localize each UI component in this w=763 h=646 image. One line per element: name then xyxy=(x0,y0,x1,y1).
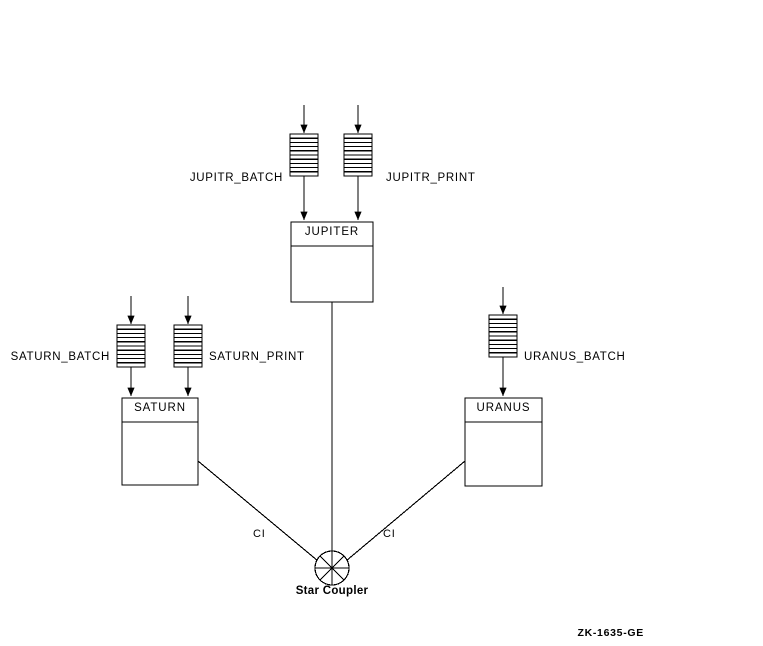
star-coupler-label: Star Coupler xyxy=(295,585,369,597)
node-label-jupiter: JUPITER xyxy=(304,226,360,238)
ci-link-saturn xyxy=(197,460,319,562)
queue-label-saturn-print: SATURN_PRINT xyxy=(209,351,305,363)
node-box-jupiter xyxy=(290,221,374,303)
queue-stack-uranus-batch xyxy=(488,314,518,358)
star-coupler-symbol xyxy=(314,550,350,586)
node-box-uranus xyxy=(464,397,543,487)
ci-label-saturn: CI xyxy=(253,528,266,540)
node-box-saturn xyxy=(121,397,199,486)
queue-label-saturn-batch: SATURN_BATCH xyxy=(10,351,110,363)
queue-stack-jupitr-print xyxy=(343,133,373,177)
figure-code: ZK-1635-GE xyxy=(577,627,644,639)
queue-stack-saturn-print xyxy=(173,324,203,368)
queue-stack-jupitr-batch xyxy=(289,133,319,177)
ci-link-uranus xyxy=(345,460,466,562)
node-label-uranus: URANUS xyxy=(476,402,531,414)
ci-label-uranus: CI xyxy=(383,528,396,540)
queue-stack-saturn-batch xyxy=(116,324,146,368)
queue-label-jupitr-print: JUPITR_PRINT xyxy=(386,172,476,184)
queue-label-uranus-batch: URANUS_BATCH xyxy=(524,351,626,363)
queue-label-jupitr-batch: JUPITR_BATCH xyxy=(189,172,283,184)
node-label-saturn: SATURN xyxy=(134,402,186,414)
